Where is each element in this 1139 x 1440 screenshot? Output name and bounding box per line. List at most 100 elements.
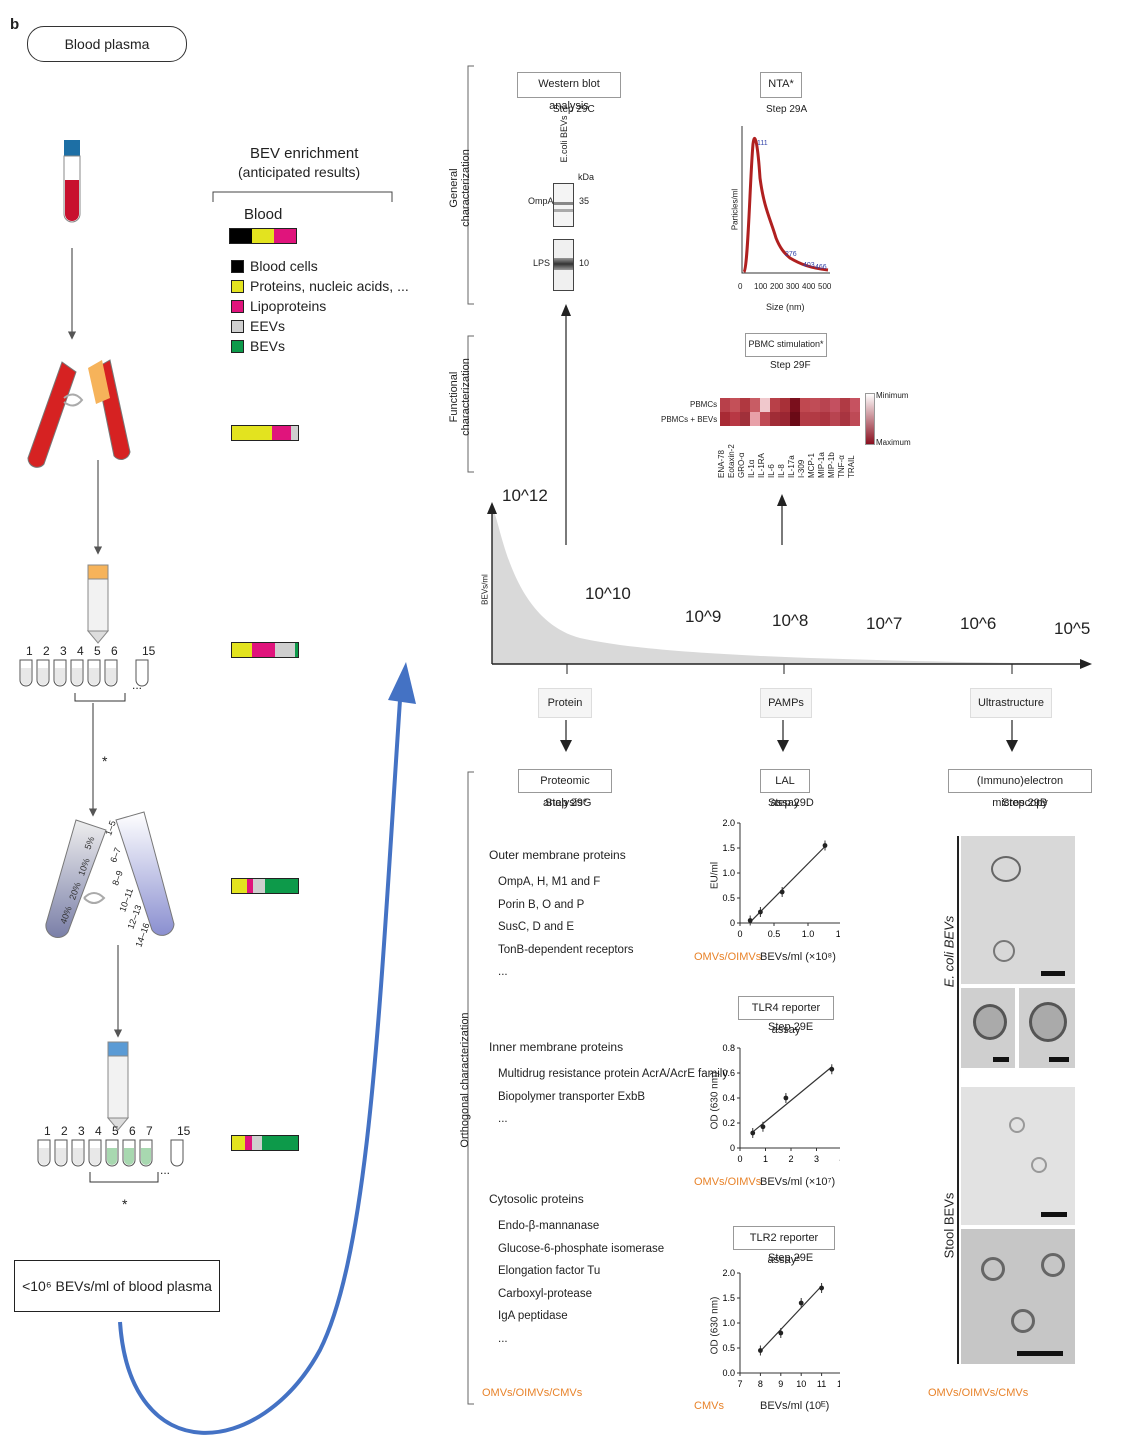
fraction-tube-icon — [139, 1139, 153, 1167]
legend-label: Lipoproteins — [250, 298, 327, 314]
enrichment-bar-plasma — [231, 425, 299, 441]
proteomic-group-heading: Inner membrane proteins — [489, 1040, 624, 1054]
bar-segment — [271, 426, 292, 440]
heatmap-cell — [840, 398, 850, 412]
nta-step: Step 29A — [766, 104, 808, 115]
proteomic-group-heading: Outer membrane proteins — [489, 848, 626, 862]
fraction-tube-icon — [54, 1139, 68, 1167]
fraction-number: 5 — [112, 1124, 119, 1138]
xtick-label: 4 — [839, 1154, 840, 1164]
enrichment-title-2: (anticipated results) — [238, 164, 361, 180]
data-point — [758, 909, 763, 915]
curve-label-1e8: 10^8 — [772, 611, 809, 630]
pbmc-row-2: PBMCs + BEVs — [661, 415, 718, 424]
legend-swatch — [231, 279, 244, 293]
data-point — [760, 1124, 766, 1130]
bar-segment — [273, 229, 296, 243]
proteomic-group-heading: Cytosolic proteins — [489, 1192, 584, 1206]
western-band-box-2 — [553, 239, 574, 291]
em-footer: OMVs/OIMVs/CMVs — [928, 1387, 1029, 1399]
assay-chart-2: 0123400.20.40.60.8 — [722, 1043, 840, 1164]
assay-title: TLR2 reporter assay* — [733, 1226, 835, 1266]
xtick-label: 11 — [817, 1379, 826, 1389]
pbmc-column-label: MIP-1b — [827, 452, 836, 478]
heatmap-cell — [720, 412, 730, 426]
xtick-label: 9 — [778, 1379, 783, 1389]
pbmc-column-label: MIP-1a — [817, 452, 826, 478]
bar-segment — [251, 643, 275, 657]
bar-segment — [245, 1136, 252, 1150]
xtick-label: 1.0 — [802, 929, 815, 939]
fraction-number: 2 — [43, 644, 50, 658]
bar-segment — [251, 229, 274, 243]
heatmap-cell — [770, 398, 780, 412]
proteomic-item: IgA peptidase — [498, 1310, 568, 1322]
heatmap-cell — [760, 412, 770, 426]
assay-title: LAL assay — [760, 769, 810, 809]
enrichment-bar-sec2 — [231, 1135, 299, 1151]
nta-xtick: 100 — [754, 282, 768, 291]
data-point — [798, 1300, 804, 1306]
heatmap-cell — [720, 398, 730, 412]
fraction-tube-icon — [36, 659, 50, 687]
sample-label: Blood — [244, 206, 283, 223]
data-point — [747, 918, 753, 923]
curve-label-1e7: 10^7 — [866, 614, 903, 633]
proteomic-item: TonB-dependent receptors — [498, 943, 634, 956]
xtick-label: 10 — [796, 1379, 806, 1389]
heatmap-cell — [830, 412, 840, 426]
proteomic-item: Porin B, O and P — [498, 898, 585, 911]
bar-segment — [291, 426, 298, 440]
fraction-tube-icon — [71, 1139, 85, 1167]
ytick-label: 1.5 — [722, 843, 735, 853]
heatmap-cell — [820, 412, 830, 426]
enrichment-bar-sec1 — [231, 642, 299, 658]
legend-label: Proteins, nucleic acids, ... — [250, 278, 409, 294]
nta-ylabel: Particles/ml — [730, 188, 740, 231]
nta-xtick: 0 — [738, 282, 743, 291]
ytick-label: 0.8 — [722, 1043, 735, 1053]
heatmap-cell — [740, 412, 750, 426]
ytick-label: 2.0 — [722, 1268, 735, 1278]
assay-step: Step 29D — [768, 797, 814, 809]
legend-item: Blood cells — [231, 256, 409, 276]
fraction-number: 5 — [94, 644, 101, 658]
heatmap-cell — [810, 398, 820, 412]
ytick-label: 0.4 — [722, 1093, 735, 1103]
assay-chart-3: 7891011120.00.51.01.52.0 — [722, 1268, 840, 1389]
legend-swatch — [231, 259, 244, 273]
proteomic-item: ... — [498, 966, 508, 978]
data-point — [783, 1095, 789, 1101]
enrichment-bar-dgf — [231, 878, 299, 894]
panel-label: b — [10, 16, 20, 33]
heatmap-cell — [800, 398, 810, 412]
band-lps-kda: 10 — [579, 258, 590, 268]
proteomic-item: Glucose-6-phosphate isomerase — [498, 1242, 665, 1255]
fraction-number: 6 — [111, 644, 118, 658]
pbmc-column-label: TRAIL — [847, 455, 856, 478]
fraction-tubes-2 — [37, 1139, 184, 1167]
fraction-number: 15 — [142, 644, 156, 658]
proteomic-item: SusC, D and E — [498, 921, 575, 933]
bar-segment — [232, 643, 252, 657]
nta-peak-111: 111 — [757, 140, 768, 147]
heatmap-cell — [780, 398, 790, 412]
legend-swatch — [231, 299, 244, 313]
assay-step: Step 29E — [768, 1252, 814, 1264]
enrichment-bracket — [212, 191, 393, 202]
proteomic-footer: OMVs/OIMVs/CMVs — [482, 1387, 583, 1399]
data-point — [819, 1285, 824, 1291]
assay-chart-1: 00.51.01.500.51.01.52.0 — [722, 818, 840, 939]
assay-step: Step 29E — [768, 1021, 814, 1033]
ytick-label: 1.0 — [722, 1318, 735, 1328]
em-title: (Immuno)electron microscopy — [948, 769, 1092, 809]
fit-line — [752, 1066, 833, 1133]
proteomic-item: Endo-β-mannanase — [498, 1220, 600, 1232]
pbmc-scale-max: Maximum — [876, 438, 911, 447]
fraction-number: 3 — [78, 1124, 85, 1138]
proteomic-step: Step 29G — [545, 797, 592, 809]
em-image-immuno-1 — [961, 988, 1015, 1068]
ytick-label: 0 — [730, 918, 735, 928]
bar-segment — [246, 879, 254, 893]
heatmap-cell — [740, 398, 750, 412]
